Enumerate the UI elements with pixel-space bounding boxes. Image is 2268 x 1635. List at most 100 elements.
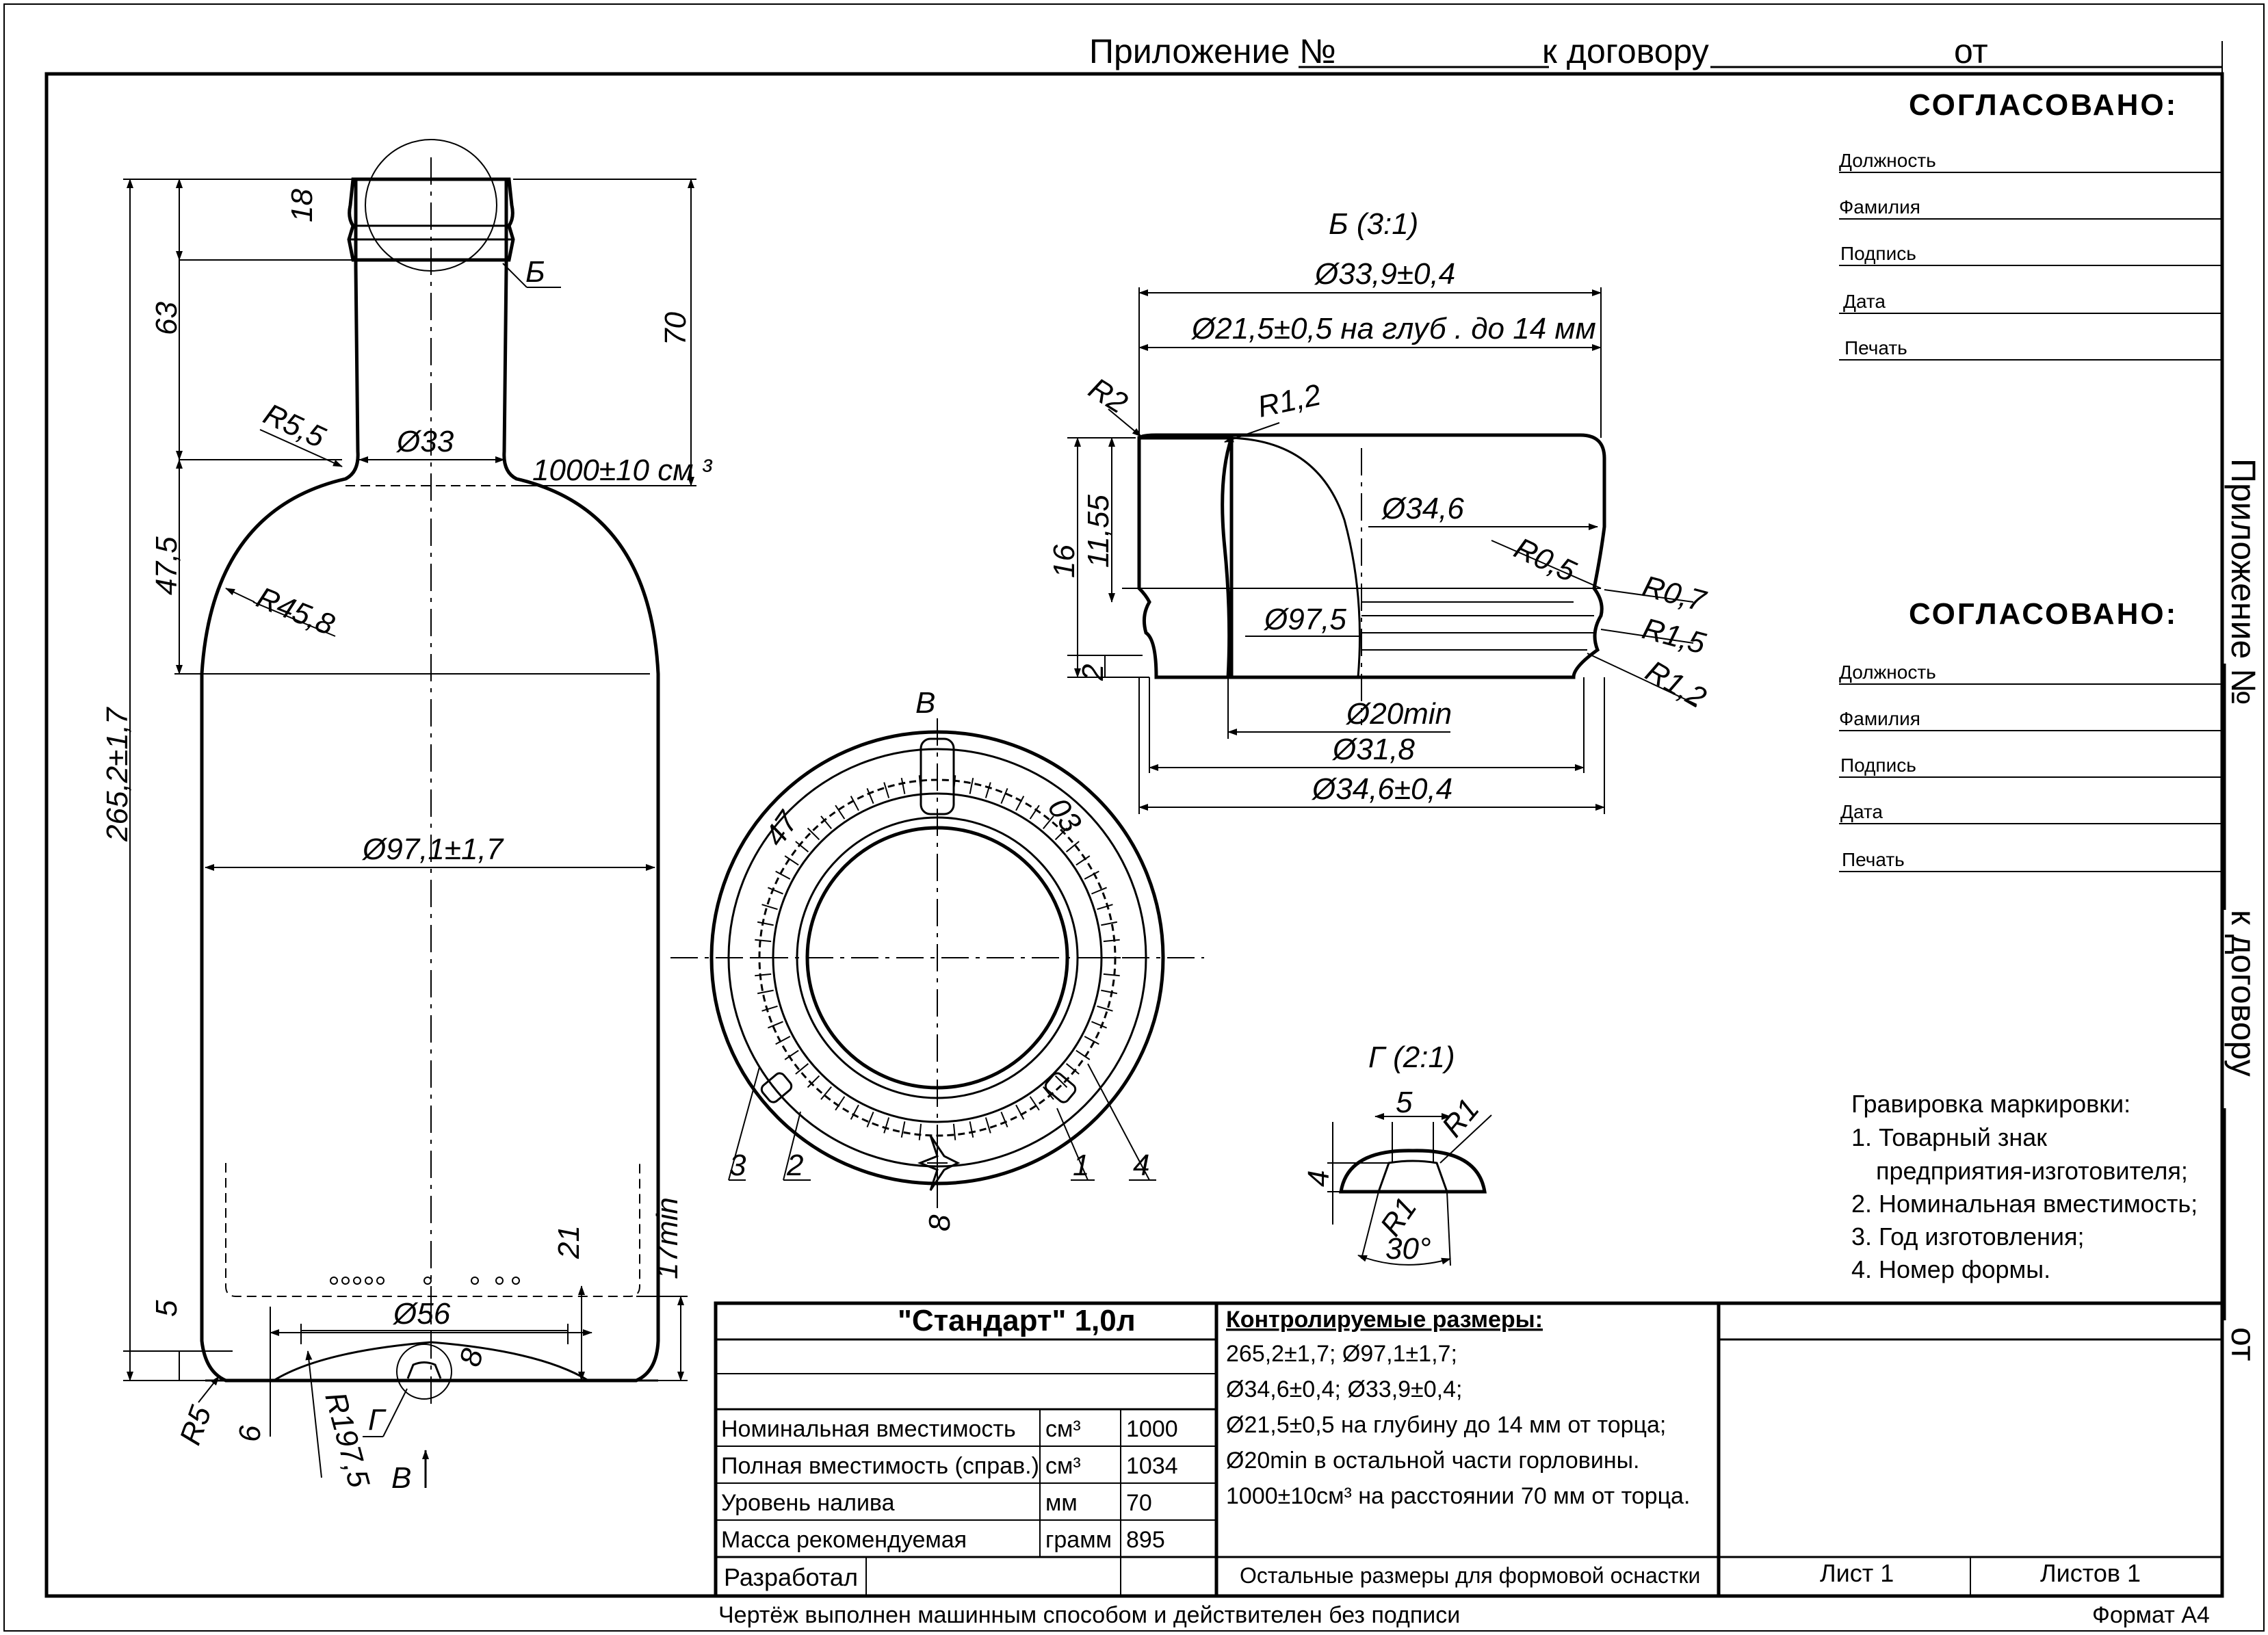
knurl-rib xyxy=(883,1117,890,1134)
detail-b-d97-5: Ø97,5 xyxy=(1263,603,1346,636)
detail-g-w5: 5 xyxy=(1396,1086,1413,1119)
sheets-label: Листов 1 xyxy=(2040,1559,2141,1587)
view-v-callout-1: 1 xyxy=(1073,1149,1089,1182)
knurl-rib xyxy=(1043,815,1054,830)
knurl-rib xyxy=(1015,1104,1025,1120)
controlled-line-2: Ø34,6±0,4; Ø33,9±0,4; xyxy=(1226,1376,1462,1402)
engraving-item-4: 4. Номер формы. xyxy=(1851,1255,2050,1283)
unit-row-3: мм xyxy=(1045,1490,1078,1516)
knurl-rib xyxy=(952,1123,956,1140)
dim-6: 6 xyxy=(233,1425,267,1442)
unit-row-1: см³ xyxy=(1045,1416,1081,1442)
param-row-4: Масса рекомендуемая xyxy=(721,1527,967,1553)
detail-b-d34-6a: Ø34,6 xyxy=(1381,492,1464,525)
other-sizes: Остальные размеры для формовой оснастки xyxy=(1240,1563,1700,1588)
side-header-to-contract: к договору xyxy=(2224,910,2263,1077)
sheet-label: Лист 1 xyxy=(1820,1559,1894,1587)
view-v-callout-2: 2 xyxy=(786,1149,803,1182)
detail-g-title: Г (2:1) xyxy=(1368,1041,1455,1074)
detail-b-r0-7: R0,7 xyxy=(1639,569,1710,618)
knurl-rib xyxy=(1076,1049,1091,1060)
approval-field-position: Должность xyxy=(1839,662,1936,683)
approval-field-stamp: Печать xyxy=(1845,337,1907,358)
footer-note: Чертёж выполнен машинным способом и дейс… xyxy=(718,1602,1460,1628)
knurl-rib xyxy=(1091,1021,1107,1029)
knurl-rib xyxy=(768,887,783,895)
dim-r197-5: R197,5 xyxy=(318,1389,376,1491)
knurl-rib xyxy=(1103,939,1120,943)
knurl-rib xyxy=(757,921,774,926)
detail-g-circle xyxy=(396,1344,452,1400)
knurl-rib xyxy=(866,788,874,804)
detail-b-d20min: Ø20min xyxy=(1345,697,1452,731)
knurl-rib xyxy=(883,782,890,798)
dim-18: 18 xyxy=(285,189,319,222)
knurl-rib xyxy=(1054,1075,1068,1088)
label-b: Б xyxy=(525,255,545,289)
dim-volume: 1000±10 см ³ xyxy=(532,454,713,487)
knurl-rib xyxy=(1091,887,1107,895)
knurl-rib xyxy=(757,989,774,995)
unit-row-4: грамм xyxy=(1045,1527,1112,1553)
knurl-rib xyxy=(985,782,991,798)
side-header-from: от xyxy=(2224,1327,2263,1361)
detail-b-d21-5: Ø21,5±0,5 на глуб . до 14 мм xyxy=(1190,312,1596,345)
detail-g: Г (2:1) 5 R1 4 R1 30° xyxy=(1302,1041,1492,1266)
header-appendix: Приложение № xyxy=(1089,32,1336,70)
view-v-callout-4: 4 xyxy=(1133,1149,1149,1182)
side-header-appendix: Приложение № xyxy=(2224,458,2263,705)
engraving-notes: Гравировка маркировки: 1. Товарный знак … xyxy=(1851,1090,2198,1283)
knurl-rib xyxy=(918,1123,922,1140)
detail-b: Б (3:1) Ø33,9±0,4 Ø21,5±0,5 на глуб . до… xyxy=(1047,207,1712,814)
product-name: "Стандарт" 1,0л xyxy=(898,1304,1136,1337)
approval-block-1: СОГЛАСОВАНО: Должность Фамилия Подпись Д… xyxy=(1839,88,2222,361)
knurl-rib xyxy=(761,904,778,911)
view-v-callout-3: 3 xyxy=(729,1149,746,1182)
developed-label: Разработал xyxy=(724,1563,858,1591)
value-row-2: 1034 xyxy=(1126,1453,1178,1479)
header-from: от xyxy=(1954,32,1988,70)
dim-r5-5: R5,5 xyxy=(259,397,330,455)
dim-17min: 17min xyxy=(651,1197,684,1279)
dim-d56: Ø56 xyxy=(392,1297,451,1331)
footer-format: Формат А4 xyxy=(2092,1602,2210,1628)
dim-5: 5 xyxy=(150,1300,183,1317)
knurl-rib xyxy=(1084,870,1099,880)
controlled-line-3: Ø21,5±0,5 на глубину до 14 мм от торца; xyxy=(1226,1412,1666,1438)
detail-g-r1a: R1 xyxy=(1435,1093,1486,1144)
knurl-rib xyxy=(1103,973,1120,977)
knurl-rib xyxy=(850,1104,859,1120)
dim-d33: Ø33 xyxy=(395,425,454,458)
title-block: "Стандарт" 1,0л Номинальная вместимость … xyxy=(714,1301,2224,1598)
knurl-rib xyxy=(1065,1063,1080,1075)
dim-265: 265,2±1,7 xyxy=(101,707,134,842)
param-row-3: Уровень налива xyxy=(721,1490,895,1516)
dim-21: 21 xyxy=(552,1225,586,1259)
view-v-title: В xyxy=(915,686,935,720)
value-row-1: 1000 xyxy=(1126,1416,1178,1442)
knurl-rib xyxy=(1101,921,1118,926)
dim-d97: Ø97,1±1,7 xyxy=(361,833,504,866)
knurl-rib xyxy=(1029,805,1040,820)
detail-g-angle: 30° xyxy=(1385,1232,1431,1266)
approval-field-surname: Фамилия xyxy=(1839,196,1920,218)
engraving-item-2: 2. Номинальная вместимость; xyxy=(1851,1190,2198,1218)
detail-b-r2: R2 xyxy=(1083,371,1134,420)
detail-b-r1-2a: R1,2 xyxy=(1255,378,1324,424)
knurl-rib xyxy=(775,1036,791,1045)
bottle-outline xyxy=(200,177,660,1383)
dim-r45-8: R45,8 xyxy=(252,581,339,642)
knurl-rib xyxy=(795,1063,809,1075)
approval-block-2: СОГЛАСОВАНО: Должность Фамилия Подпись Д… xyxy=(1839,597,2222,872)
knurl-rib xyxy=(1097,1005,1113,1012)
view-v-dim-8: 8 xyxy=(923,1214,956,1231)
knurl-rib xyxy=(775,870,791,880)
detail-b-h16: 16 xyxy=(1047,545,1081,578)
param-row-2: Полная вместимость (справ.) xyxy=(721,1453,1039,1479)
outer-border xyxy=(3,3,2265,1632)
knurl-rib xyxy=(755,939,772,943)
bottle-view: 18 63 70 47,5 265,2±1,7 Б R5,5 Ø33 1000±… xyxy=(101,139,713,1495)
detail-g-h4: 4 xyxy=(1302,1170,1335,1187)
engraving-item-1: 1. Товарный знак xyxy=(1851,1123,2047,1151)
